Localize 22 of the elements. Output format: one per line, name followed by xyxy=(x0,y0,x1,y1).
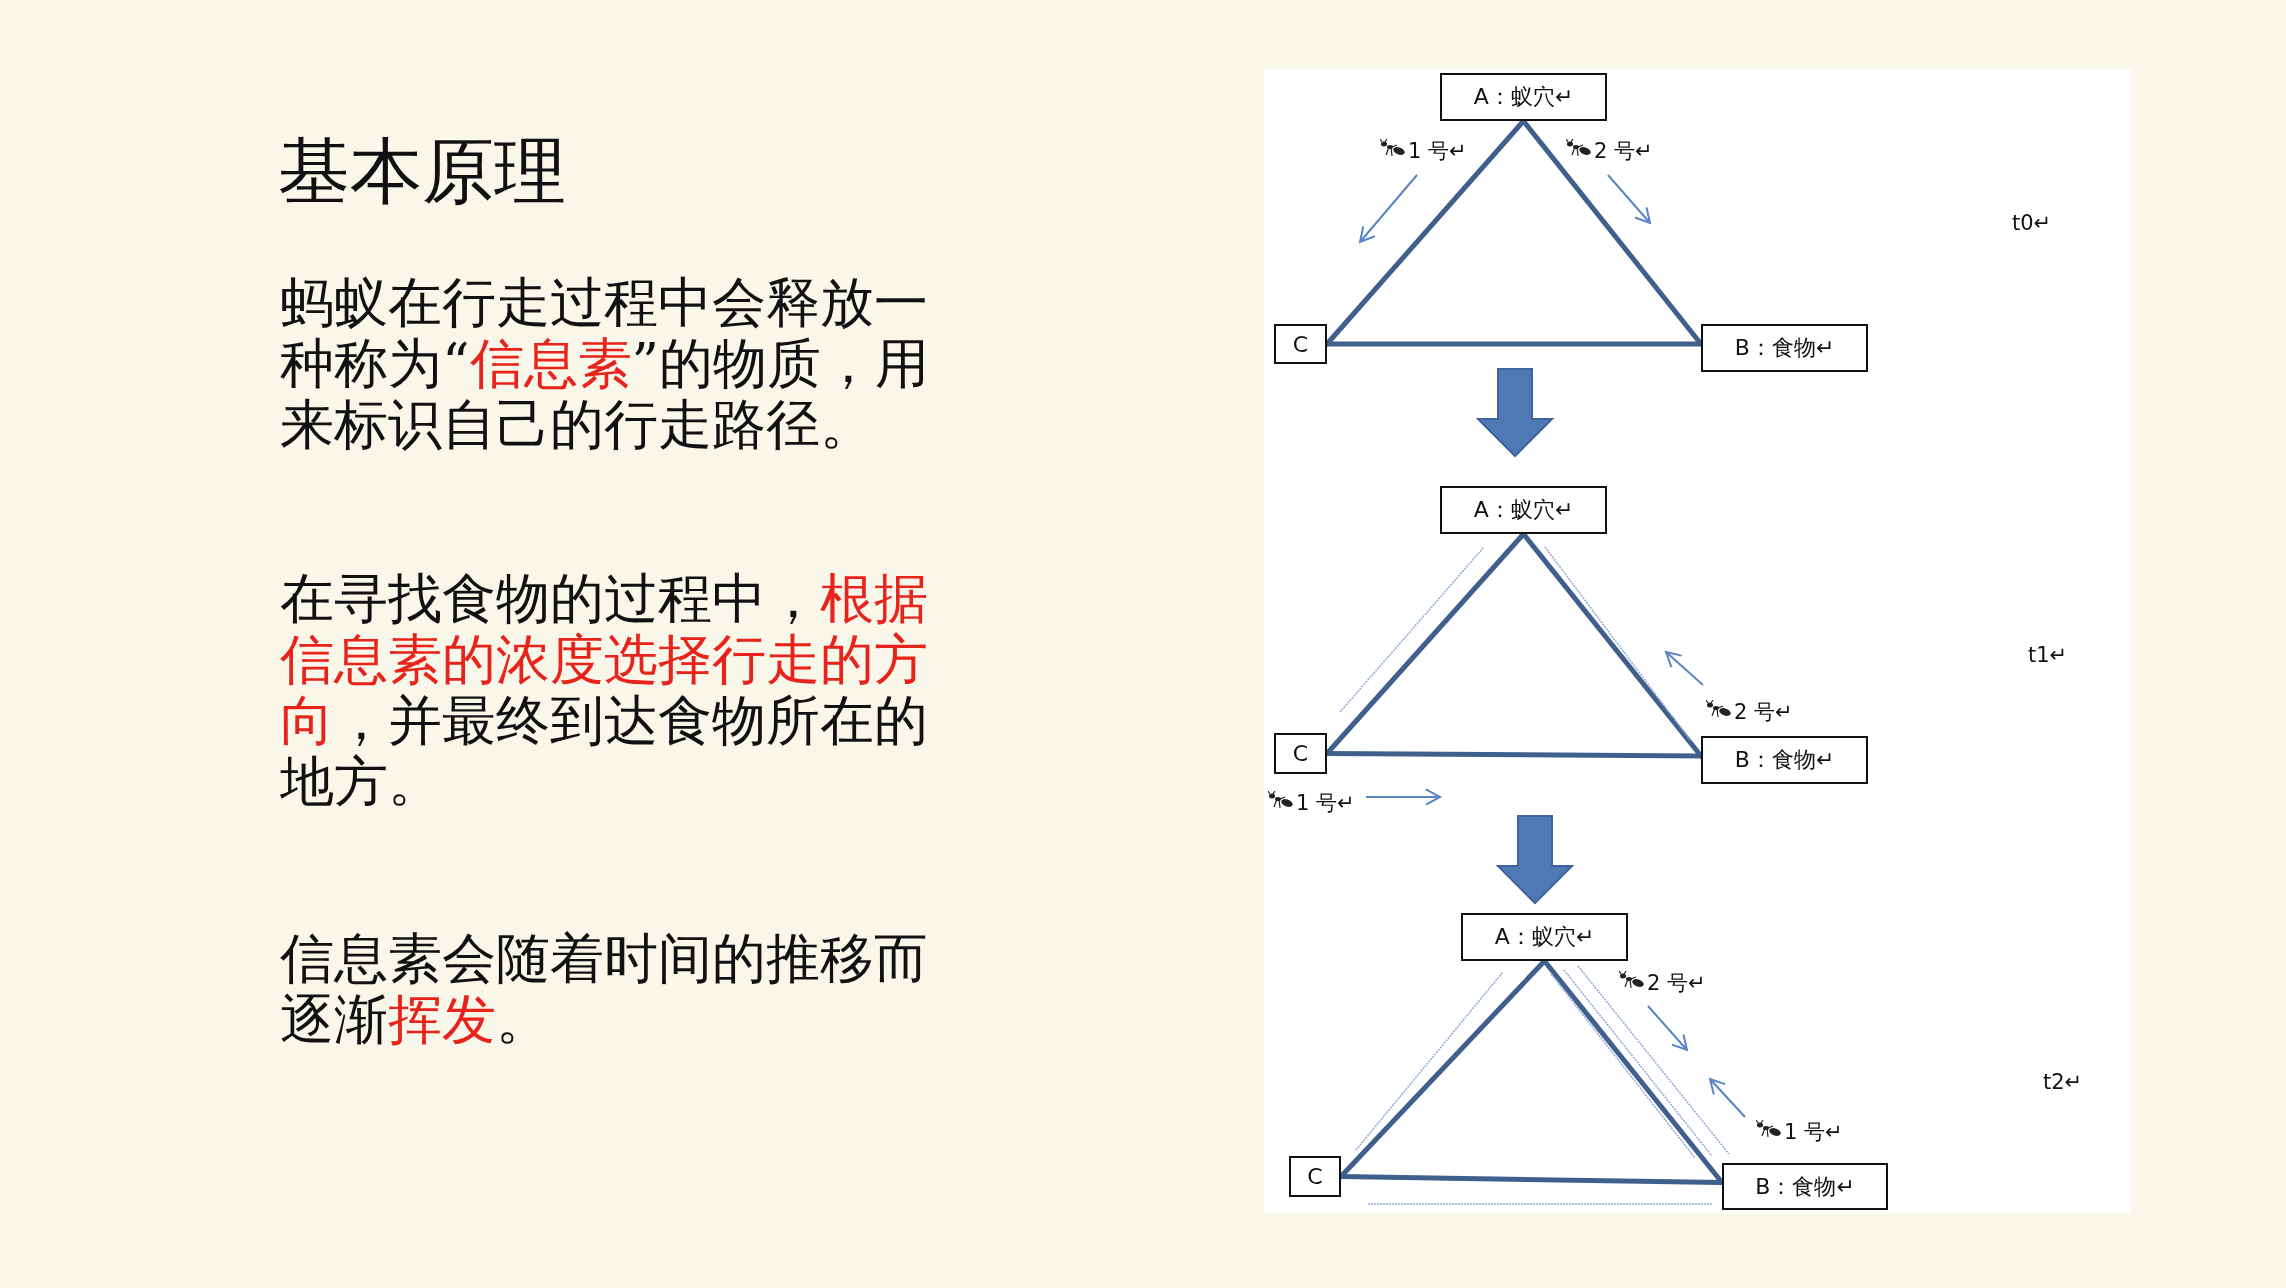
label-box: B：食物↵ xyxy=(1701,736,1868,784)
label-box: C xyxy=(1289,1156,1341,1197)
ant-label: 2 号↵ xyxy=(1594,138,1653,165)
label-box: B：食物↵ xyxy=(1722,1163,1888,1210)
label-box: C xyxy=(1274,733,1327,774)
ant-label: 1 号↵ xyxy=(1296,790,1355,817)
time-label: t0↵ xyxy=(2012,211,2052,235)
label-box: A：蚁穴↵ xyxy=(1461,913,1628,961)
ant-label: 2 号↵ xyxy=(1647,970,1706,997)
ant-label: 1 号↵ xyxy=(1784,1119,1843,1146)
ant-label: 1 号↵ xyxy=(1408,138,1467,165)
ant-label: 2 号↵ xyxy=(1734,699,1793,726)
label-box: C xyxy=(1274,324,1327,364)
label-box: A：蚁穴↵ xyxy=(1440,486,1607,534)
body-paragraph: 蚂蚁在行走过程中会释放一种称为“信息素”的物质，用来标识自己的行走路径。 xyxy=(280,272,931,455)
slide-title: 基本原理 xyxy=(278,128,566,215)
time-label: t2↵ xyxy=(2043,1070,2083,1094)
body-paragraph: 信息素会随着时间的推移而逐渐挥发。 xyxy=(280,928,929,1050)
body-paragraph: 在寻找食物的过程中，根据信息素的浓度选择行走的方向，并最终到达食物所在的地方。 xyxy=(280,568,929,812)
label-box: B：食物↵ xyxy=(1701,324,1868,372)
label-box: A：蚁穴↵ xyxy=(1440,73,1607,121)
time-label: t1↵ xyxy=(2028,643,2068,667)
